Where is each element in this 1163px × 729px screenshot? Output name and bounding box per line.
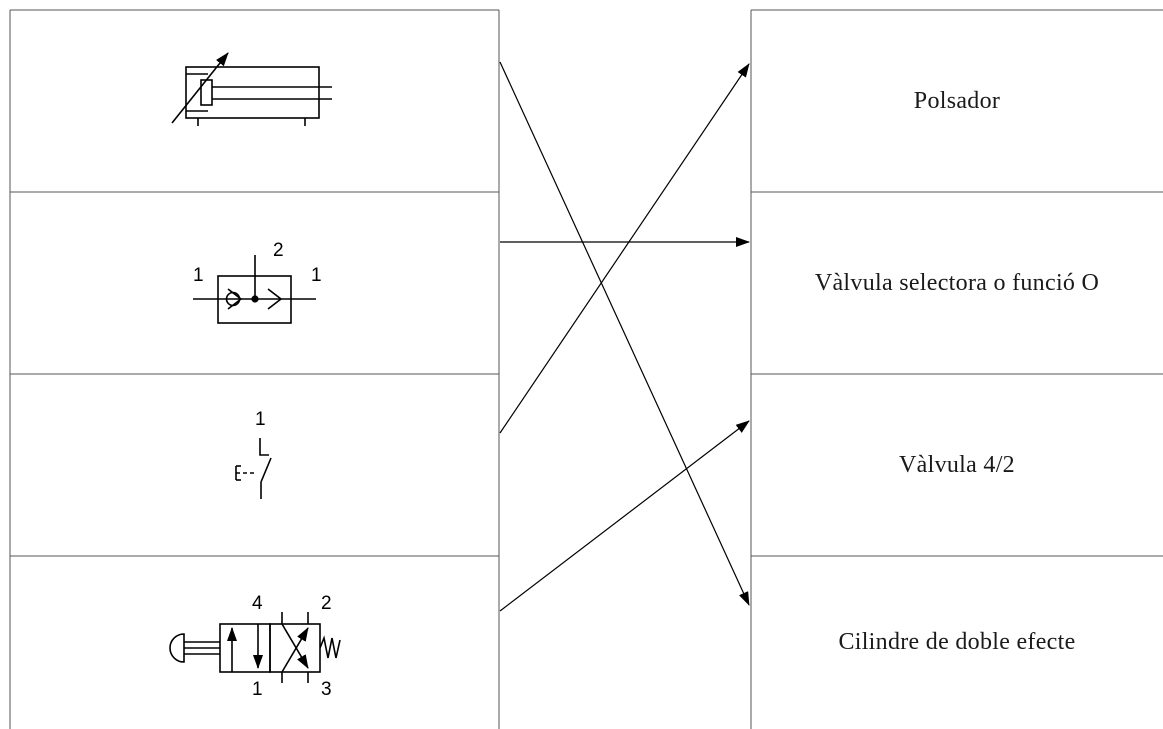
label-cilindre-doble-efecte: Cilindre de doble efecte <box>838 629 1076 655</box>
label-valvula-4-2: Vàlvula 4/2 <box>899 451 1015 478</box>
shuttle-port-1-right: 1 <box>311 265 322 286</box>
arrow-valve-to-label <box>499 420 750 612</box>
valve-port-3: 3 <box>321 679 332 700</box>
cylinder-symbol <box>171 52 332 126</box>
shuttle-valve-symbol <box>193 255 316 324</box>
valve-4-2-symbol <box>169 612 341 683</box>
connection-arrows <box>499 61 750 612</box>
arrow-cylinder-to-label <box>499 61 750 606</box>
valve-port-4: 4 <box>252 593 263 614</box>
label-polsador: Polsador <box>913 87 1001 114</box>
valve-port-1: 1 <box>252 679 263 700</box>
shuttle-port-1-left: 1 <box>193 265 204 286</box>
shuttle-port-2: 2 <box>273 240 284 261</box>
right-table <box>750 9 1163 729</box>
left-table <box>9 9 500 729</box>
arrow-pushbutton-to-label <box>499 63 750 434</box>
valve-port-2: 2 <box>321 593 332 614</box>
label-valvula-selectora: Vàlvula selectora o funció O <box>814 269 1100 296</box>
push-button-symbol <box>235 438 272 499</box>
push-button-port-1: 1 <box>255 409 266 430</box>
